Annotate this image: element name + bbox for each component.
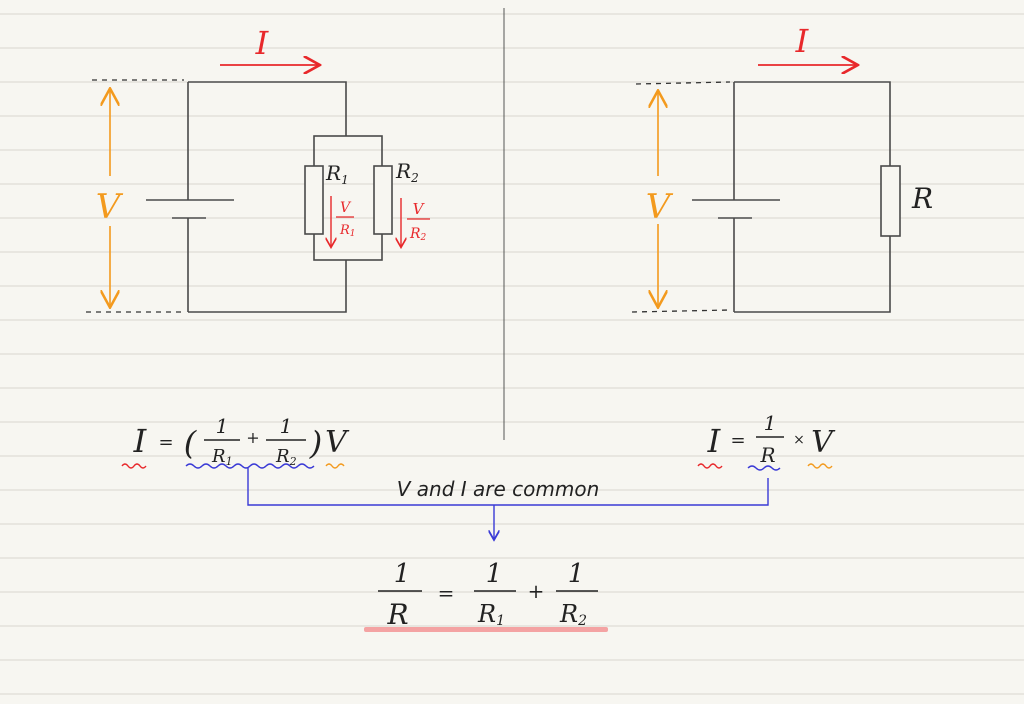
r-label: R <box>911 182 933 215</box>
req-sign: = <box>730 430 745 451</box>
parallel-branch <box>313 135 383 261</box>
res-plus: + <box>528 579 545 603</box>
result-equation: 1 R = 1 R1 + 1 R2 <box>378 559 598 631</box>
right-wire-bottom <box>734 236 891 313</box>
right-voltage-label: V <box>646 187 674 227</box>
underline-blue <box>185 463 315 469</box>
req-den: R <box>759 443 775 467</box>
right-equation: I = 1 R × V <box>707 411 836 467</box>
underline-orange <box>807 463 833 469</box>
req-times: × <box>793 432 805 448</box>
left-current-label: I <box>255 24 270 62</box>
eq-close-paren: ) <box>309 424 322 462</box>
eq-open-paren: ( <box>184 424 198 462</box>
underline-red <box>121 463 147 469</box>
i2-den: R2 <box>409 226 427 243</box>
underline-red <box>697 463 723 469</box>
frac1-num: 1 <box>216 414 229 438</box>
res-f2-num: 1 <box>568 559 585 589</box>
res-f2-den: R2 <box>559 600 587 629</box>
left-wire-bottom <box>188 260 347 313</box>
underline-orange <box>325 463 345 469</box>
frac1-den: R1 <box>211 446 233 468</box>
res-f1-den: R1 <box>477 600 505 629</box>
underline-blue <box>747 465 781 471</box>
eq-v: V <box>325 425 350 460</box>
left-wire-top <box>188 81 347 136</box>
res-f1-num: 1 <box>486 559 503 589</box>
i2-num: V <box>413 200 426 218</box>
req-v: V <box>811 425 836 460</box>
result-highlight <box>364 627 608 632</box>
left-circuit <box>146 81 393 313</box>
connector-label: V and I are common <box>397 477 600 501</box>
i1-den: R1 <box>339 223 356 239</box>
battery-icon <box>146 199 234 219</box>
req-lhs: I <box>707 422 722 460</box>
right-wire-top <box>734 81 891 166</box>
right-circuit <box>692 81 901 313</box>
left-voltage-label: V <box>96 187 124 227</box>
eq-plus: + <box>246 428 259 447</box>
left-equation: I = ( 1 R1 + 1 R2 ) V <box>133 414 350 468</box>
res-eq: = <box>438 581 455 605</box>
eq-sign: = <box>158 432 173 453</box>
battery-icon <box>692 199 780 219</box>
resistor-icon <box>373 165 393 235</box>
resistor-icon <box>304 165 324 235</box>
connector-line <box>247 468 769 506</box>
req-num: 1 <box>764 411 777 435</box>
r2-label: R2 <box>395 159 419 185</box>
res-lhs-num: 1 <box>394 559 411 589</box>
r1-label: R1 <box>325 161 349 187</box>
frac2-den: R2 <box>275 446 297 468</box>
i1-num: V <box>340 200 352 216</box>
ruled-lines <box>0 13 1024 695</box>
frac2-num: 1 <box>280 414 293 438</box>
right-voltage-dotted-bottom <box>631 309 731 313</box>
eq-lhs: I <box>133 422 148 460</box>
right-current-label: I <box>795 22 810 60</box>
resistor-icon <box>880 165 901 237</box>
res-lhs-den: R <box>386 598 408 631</box>
